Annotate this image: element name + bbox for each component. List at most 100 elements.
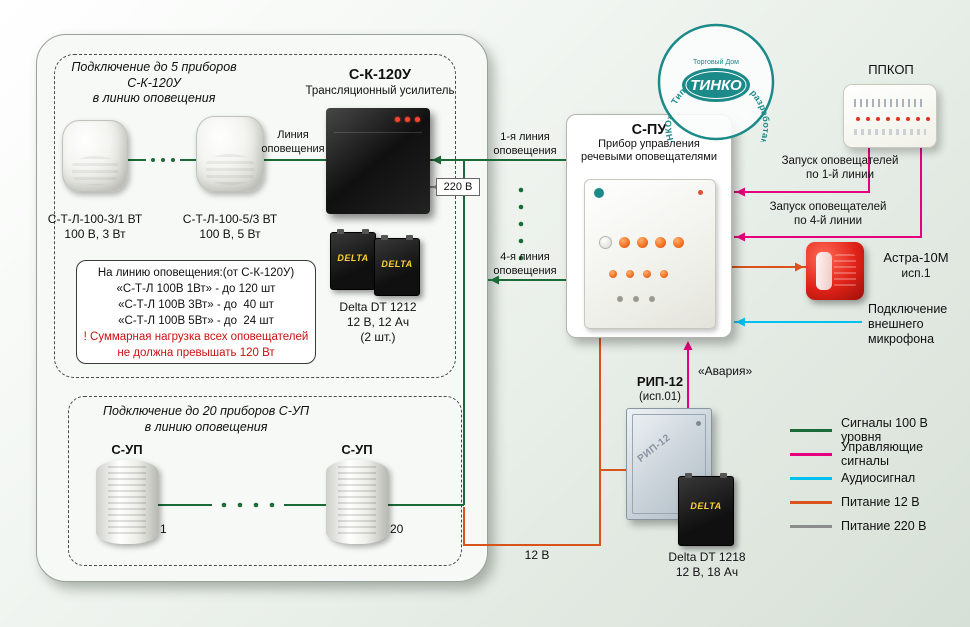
power-12v-label: 12 В — [524, 548, 550, 562]
astra-name: Астра-10М — [883, 250, 949, 265]
battery-1218-label: Delta DT 1218 12 В, 18 Ач — [650, 550, 764, 580]
power-12v-arrows — [795, 262, 804, 272]
spu-device — [584, 179, 716, 329]
note-row: «С-Т-Л 100В 3Вт» - до 40 шт — [118, 299, 274, 311]
spu-subtitle: речевыми оповещателями — [581, 151, 717, 163]
group-title-line: С-К-120У — [127, 75, 181, 90]
group-title-line: в линию оповещения — [92, 91, 216, 106]
signal-100v-wires — [128, 159, 566, 506]
speaker-spec: 100 В, 3 Вт — [64, 227, 126, 241]
speaker-name: С-Т-Л-100-3/1 ВТ — [47, 212, 143, 226]
legend-swatch-signal-100v — [790, 428, 832, 432]
astra-label: Астра-10М исп.1 — [866, 250, 966, 281]
sup-group-title: Подключение до 20 приборов С-УП в линию … — [82, 404, 330, 435]
sk120u-group-frame — [54, 54, 456, 378]
wall-speaker-5w-label: С-Т-Л-100-5/3 ВТ 100 В, 5 Вт — [174, 212, 286, 242]
logo-brand-sub: Торговый Дом — [693, 58, 739, 66]
spu-led-icon — [698, 190, 703, 195]
mic-label-line: внешнего — [868, 317, 924, 331]
sup-speaker-20-name: С-УП — [341, 442, 373, 457]
start-label-line: по 1-й линии — [806, 169, 874, 181]
amplifier-led-indicators — [395, 117, 420, 122]
legend-swatch-audio — [790, 476, 832, 480]
sup-group-frame — [68, 396, 462, 566]
group-title-line: в линию оповещения — [144, 419, 268, 434]
power-220v-label: 220 В — [436, 178, 480, 196]
note-row: «С-Т-Л 100В 1Вт» - до 120 шт — [116, 283, 276, 295]
wall-speaker-3w — [62, 120, 128, 192]
spu-subtitle: Прибор управления — [598, 138, 700, 150]
power-12v-wires — [463, 266, 806, 546]
audio-arrows — [736, 317, 745, 327]
load-note-box: На линию оповещения:(от С-К-120У) «С-Т-Л… — [76, 260, 316, 364]
legend-swatch-power-220v — [790, 524, 832, 528]
battery-delta-1212-rear: DELTA — [330, 229, 376, 290]
legend-row: Питание 12 В — [790, 490, 968, 514]
ppkop-led-row — [856, 117, 930, 121]
legend-label: Питание 220 В — [841, 519, 927, 533]
astra-variant: исп.1 — [901, 266, 931, 281]
rip-variant: (исп.01) — [638, 391, 682, 404]
signal-100v-dots-arrows — [151, 155, 524, 508]
legend-row: Сигналы 100 В уровня — [790, 416, 968, 444]
start-label-line: Запуск оповещателей — [781, 155, 899, 167]
sup-speaker-1 — [96, 460, 158, 544]
battery-brand-text: DELTA — [381, 259, 413, 270]
mic-label-line: Подключение — [868, 302, 948, 316]
line4-label-line: 4-я линия — [500, 251, 550, 263]
battery-name: Delta DT 1218 — [668, 550, 746, 564]
tinko-logo-graphic: Типовое решение разработано «Торговым До… — [657, 23, 775, 180]
group-title-line: Подключение до 5 приборов — [71, 60, 237, 74]
note-header: На линию оповещения:(от С-К-120У) — [97, 267, 295, 279]
start-label-line: Запуск оповещателей — [769, 201, 887, 213]
spu-name: С-ПУ — [631, 122, 667, 138]
spu-indicator-row — [617, 296, 655, 302]
control-wires — [687, 148, 922, 408]
start-line4-label: Запуск оповещателей по 4-й линии — [733, 200, 923, 228]
line1-label: 1-я линия оповещения — [488, 131, 562, 159]
wall-speaker-3w-label: С-Т-Л-100-3/1 ВТ 100 В, 3 Вт — [39, 212, 151, 242]
sk120u-group-title: Подключение до 5 приборов С-К-120У в лин… — [58, 60, 250, 107]
sup-speaker-1-index: 1 — [160, 522, 167, 536]
rip-door — [632, 414, 706, 514]
speaker-spec: 100 В, 5 Вт — [199, 227, 261, 241]
battery-spec: 12 В, 12 Ач — [346, 315, 410, 329]
legend-label: Питание 12 В — [841, 495, 920, 509]
legend-label: Управляющие сигналы — [841, 440, 924, 468]
note-row: «С-Т-Л 100В 5Вт» - до 24 шт — [118, 315, 274, 327]
speaker-name: С-Т-Л-100-5/3 ВТ — [182, 212, 278, 226]
battery-qty: (2 шт.) — [360, 330, 396, 344]
external-mic-label: Подключение внешнего микрофона — [868, 302, 968, 347]
legend: Сигналы 100 В уровня Управляющие сигналы… — [790, 416, 968, 538]
battery-brand-text: DELTA — [337, 253, 369, 264]
rip-name: РИП-12 — [636, 374, 684, 389]
wall-speaker-5w — [196, 116, 264, 192]
control-arrows — [683, 187, 745, 350]
sup-speaker-20-index: 20 — [390, 522, 404, 536]
notification-line-label: Линия оповещения — [256, 129, 330, 157]
legend-swatch-power-12v — [790, 500, 832, 504]
group-title-line: Подключение до 20 приборов С-УП — [103, 404, 309, 418]
amplifier-subtitle: Трансляционный усилитель — [305, 85, 455, 98]
sup-speaker-1-name: С-УП — [111, 442, 143, 457]
spu-brand-dot-icon — [594, 188, 604, 198]
tinko-logo: Типовое решение разработано «Торговым До… — [656, 22, 776, 180]
legend-label: Сигналы 100 В уровня — [841, 416, 928, 444]
legend-swatch-control — [790, 452, 832, 456]
sup-speaker-20 — [326, 460, 388, 544]
battery-1212-label: Delta DT 1212 12 В, 12 Ач (2 шт.) — [322, 300, 434, 345]
battery-name: Delta DT 1212 — [339, 300, 417, 314]
line-label-word: Линия — [277, 129, 309, 141]
screw-icon — [696, 421, 701, 426]
start-label-line: по 4-й линии — [794, 215, 862, 227]
rip-label: РИП-12 (исп.01) — [616, 374, 704, 405]
line4-label-line: оповещения — [493, 264, 557, 277]
battery-brand-text: DELTA — [690, 501, 722, 512]
ppkop-device — [843, 84, 937, 148]
ppkop-label: ППКОП — [868, 62, 914, 77]
spu-button-row-2 — [609, 270, 668, 278]
spu-card: С-ПУ Прибор управления речевыми оповещат… — [566, 114, 732, 338]
line-label-word: оповещения — [261, 142, 325, 155]
line1-label-line: оповещения — [493, 144, 557, 157]
